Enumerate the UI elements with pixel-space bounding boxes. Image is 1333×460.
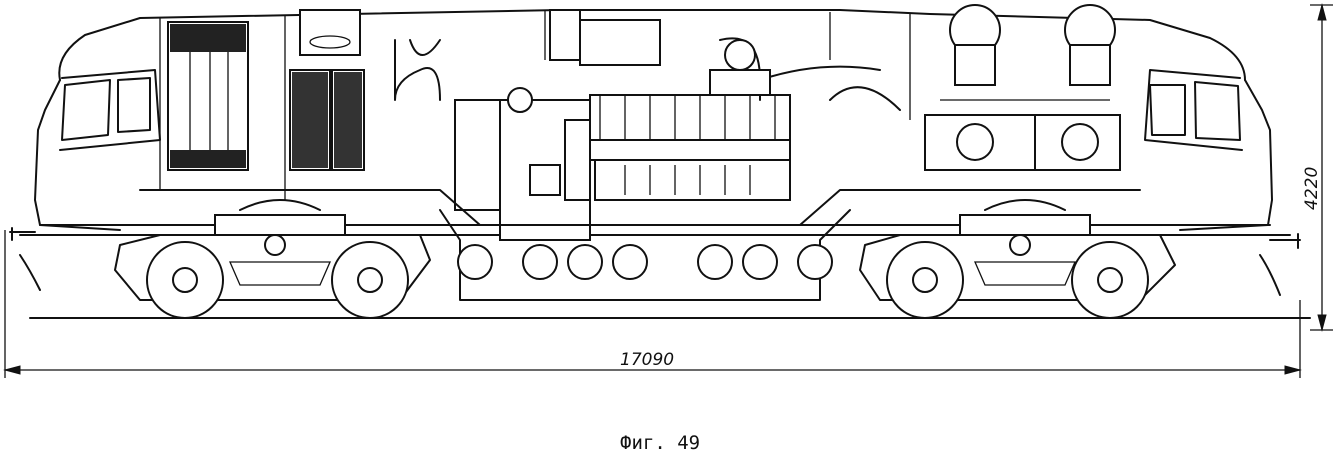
- height-dimension-label: 4220: [1302, 167, 1322, 210]
- height-dimension: 4220: [1302, 3, 1333, 332]
- length-dimension: 17090: [3, 230, 1302, 378]
- intake-piping: [394, 37, 901, 111]
- diesel-engine: [454, 9, 791, 241]
- right-bogie: [859, 199, 1301, 319]
- length-dimension-label: 17090: [620, 350, 674, 370]
- cooling-fans: [924, 4, 1121, 171]
- radiator-grilles: [167, 9, 365, 171]
- figure-caption: Фиг. 49: [620, 432, 701, 454]
- left-bogie: [9, 199, 431, 319]
- main-frame: [139, 189, 1141, 301]
